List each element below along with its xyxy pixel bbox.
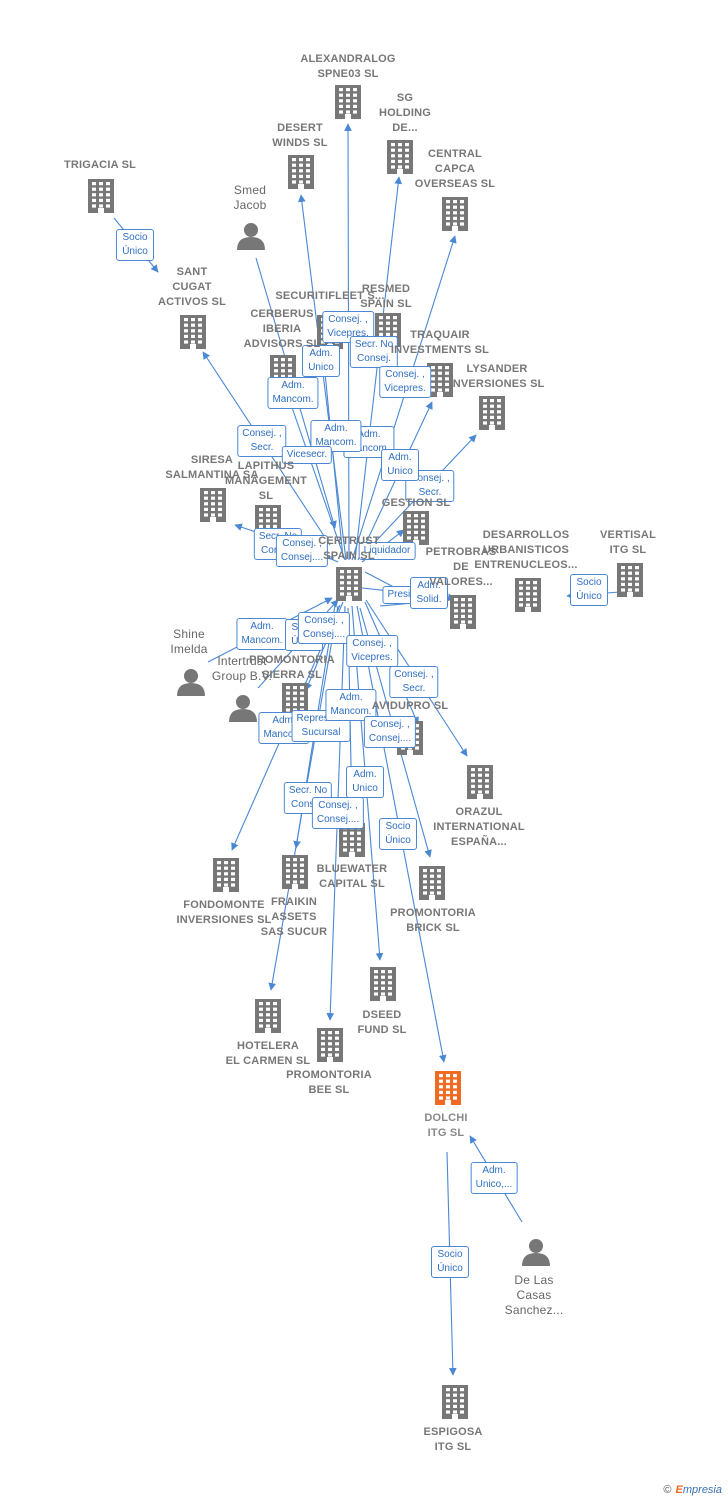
edge-label-delascasas-dolchi[interactable]: Adm. Unico,... bbox=[470, 1162, 518, 1194]
node-label-espigosa[interactable]: ESPIGOSA ITG SL bbox=[423, 1426, 483, 1453]
fondomonte-building-icon[interactable] bbox=[213, 858, 239, 892]
edge-line-hub-central bbox=[351, 235, 457, 561]
node-label-securitifleet[interactable]: SECURITIFLEET S... bbox=[275, 290, 385, 302]
promontoriabrick-building-icon[interactable] bbox=[419, 866, 445, 900]
alexandralog-building-icon[interactable] bbox=[335, 85, 361, 119]
node-label-promontoriabrick[interactable]: PROMONTORIA BRICK SL bbox=[390, 907, 476, 934]
edge-label-shine-hub[interactable]: Adm. Mancom. bbox=[236, 618, 288, 650]
shine-person-icon[interactable] bbox=[177, 669, 205, 696]
node-label-desarrollos[interactable]: DESARROLLOS URBANISTICOS ENTRENUCLEOS... bbox=[474, 529, 578, 571]
edge-line-hub-cerberus bbox=[285, 392, 346, 561]
desert-building-icon[interactable] bbox=[288, 155, 314, 189]
node-label-siresa[interactable]: SIRESA SALMANTINA SA bbox=[165, 454, 259, 481]
siresa-building-icon[interactable] bbox=[200, 488, 226, 522]
node-label-bluewater[interactable]: BLUEWATER CAPITAL SL bbox=[316, 863, 388, 890]
sg-building-icon[interactable] bbox=[387, 140, 413, 174]
lysander-building-icon[interactable] bbox=[479, 396, 505, 430]
edge-label-hub-central[interactable]: Secr. No Consej. bbox=[349, 336, 399, 368]
dolchi-building-icon[interactable] bbox=[435, 1071, 461, 1105]
node-label-delascasas[interactable]: De Las Casas Sanchez... bbox=[504, 1273, 564, 1317]
node-label-central[interactable]: CENTRAL CAPCA OVERSEAS SL bbox=[414, 148, 496, 190]
edge-label-hub-promontoriabrick[interactable]: Consej. , Consej.... bbox=[363, 716, 417, 748]
edge-line-hub-traquair bbox=[357, 401, 433, 561]
edge-label-hub-desert[interactable]: Consej. , Vicepres. bbox=[322, 311, 374, 343]
logo-letter: E bbox=[675, 1484, 683, 1496]
node-label-lapithus[interactable]: LAPITHUS MANAGEMENT SL bbox=[224, 460, 308, 502]
central-building-icon[interactable] bbox=[442, 197, 468, 231]
empresia-logo[interactable]: ©Empresia bbox=[663, 1484, 722, 1496]
edge-label-hub-avidupro[interactable]: Consej. , Vicepres. bbox=[346, 635, 398, 667]
vertisal-building-icon[interactable] bbox=[617, 563, 643, 597]
espigosa-building-icon[interactable] bbox=[442, 1385, 468, 1419]
node-label-santcugat[interactable]: SANT CUGAT ACTIVOS SL bbox=[157, 266, 227, 308]
edge-label-hub-bluewater[interactable]: Adm. Mancom. bbox=[325, 689, 377, 721]
node-label-vertisal[interactable]: VERTISAL ITG SL bbox=[600, 529, 656, 556]
promontoriabee-building-icon[interactable] bbox=[317, 1028, 343, 1062]
node-label-alexandralog[interactable]: ALEXANDRALOG SPNE03 SL bbox=[300, 53, 396, 80]
node-label-hub[interactable]: CERTRUST SPAIN SL bbox=[318, 535, 380, 562]
node-label-trigacia[interactable]: TRIGACIA SL bbox=[63, 159, 137, 171]
hub-building-icon[interactable] bbox=[336, 567, 362, 601]
edge-label-hub-siresa[interactable]: Vicesecr. bbox=[281, 446, 333, 464]
icons-layer bbox=[88, 85, 643, 1419]
intertrust-person-icon[interactable] bbox=[229, 695, 257, 722]
edge-label-hub-lapithus[interactable]: Consej. , Consej.... bbox=[275, 535, 329, 567]
copyright-symbol: © bbox=[663, 1484, 672, 1496]
edge-label-smed-hub[interactable]: Adm. Unico bbox=[302, 345, 340, 377]
edge-label-vertisal-desarrollos[interactable]: Socio Único bbox=[570, 574, 608, 606]
node-label-fondomonte[interactable]: FONDOMONTE INVERSIONES SL bbox=[176, 899, 272, 926]
edge-line-hub-resmed bbox=[354, 176, 403, 561]
edge-label-hub-dseed[interactable]: Adm. Unico bbox=[346, 766, 384, 798]
edge-label-hub-promontoriabee[interactable]: Consej. , Consej.... bbox=[311, 797, 365, 829]
node-label-intertrust[interactable]: Intertrust Group B.V. bbox=[211, 654, 273, 683]
node-label-desert[interactable]: DESERT WINDS SL bbox=[272, 122, 328, 149]
node-label-fraikin[interactable]: FRAIKIN ASSETS SAS SUCUR bbox=[260, 896, 328, 938]
node-label-hotelera[interactable]: HOTELERA EL CARMEN SL bbox=[225, 1040, 311, 1067]
desarrollos-building-icon[interactable] bbox=[515, 578, 541, 612]
edge-line-hub-securitifleet bbox=[319, 351, 344, 559]
node-label-orazul[interactable]: ORAZUL INTERNATIONAL ESPAÑA... bbox=[433, 806, 525, 848]
node-label-dseed[interactable]: DSEED FUND SL bbox=[357, 1009, 407, 1036]
node-label-dolchi[interactable]: DOLCHI ITG SL bbox=[424, 1112, 468, 1139]
fraikin-building-icon[interactable] bbox=[282, 855, 308, 889]
edge-label-hub-resmed[interactable]: Consej. , Vicepres. bbox=[379, 366, 431, 398]
edge-label-hub-gestion[interactable]: Adm. Unico bbox=[381, 449, 419, 481]
node-label-petrobras[interactable]: PETROBRAS DE VALORES... bbox=[425, 546, 497, 588]
edge-label-hub-santcugat[interactable]: Consej. , Secr. bbox=[237, 425, 287, 457]
santcugat-building-icon[interactable] bbox=[180, 315, 206, 349]
node-label-promontoriabee[interactable]: PROMONTORIA BEE SL bbox=[286, 1069, 372, 1096]
node-label-cerberus[interactable]: CERBERUS IBERIA ADVISORS SL bbox=[243, 308, 321, 350]
node-label-sg[interactable]: SG HOLDING DE... bbox=[378, 92, 432, 134]
orazul-building-icon[interactable] bbox=[467, 765, 493, 799]
node-label-lysander[interactable]: LYSANDER INVERSIONES SL bbox=[449, 363, 545, 390]
node-label-avidupro[interactable]: AVIDUPRO SL bbox=[371, 700, 449, 712]
edge-line-hub-desert bbox=[298, 194, 347, 561]
trigacia-building-icon[interactable] bbox=[88, 179, 114, 213]
smed-person-icon[interactable] bbox=[237, 223, 265, 250]
petrobras-building-icon[interactable] bbox=[450, 595, 476, 629]
edge-label-hub-cerberus[interactable]: Adm. Mancom. bbox=[267, 377, 319, 409]
hotelera-building-icon[interactable] bbox=[255, 999, 281, 1033]
logo-text: mpresia bbox=[682, 1484, 722, 1496]
node-label-resmed[interactable]: RESMED SPAIN SL bbox=[360, 283, 412, 310]
node-label-shine[interactable]: Shine Imelda bbox=[170, 627, 208, 656]
node-label-smed[interactable]: Smed Jacob bbox=[233, 183, 267, 212]
edge-label-hub-dolchi[interactable]: Socio Único bbox=[379, 818, 417, 850]
edge-label-hub-petrobras[interactable]: Adm. Solid. bbox=[410, 577, 448, 609]
edge-label-hub-promontoriasierra[interactable]: Consej. , Consej.... bbox=[297, 612, 351, 644]
node-label-traquair[interactable]: TRAQUAIR INVESTMENTS SL bbox=[390, 329, 490, 356]
edge-label-dolchi-espigosa[interactable]: Socio Único bbox=[431, 1246, 469, 1278]
edge-label-hub-petrobras[interactable]: Liquidador bbox=[358, 542, 416, 560]
edge-label-trigacia-santcugat[interactable]: Socio Único bbox=[116, 229, 154, 261]
gestion-building-icon[interactable] bbox=[403, 511, 429, 545]
edge-label-hub-orazul[interactable]: Consej. , Secr. bbox=[389, 666, 439, 698]
node-label-promontoriasierra[interactable]: PROMONTORIA SIERRA SL bbox=[249, 654, 335, 681]
node-label-gestion[interactable]: GESTION SL bbox=[381, 497, 451, 509]
dseed-building-icon[interactable] bbox=[370, 967, 396, 1001]
delascasas-person-icon[interactable] bbox=[522, 1239, 550, 1266]
traquair-building-icon[interactable] bbox=[427, 363, 453, 397]
